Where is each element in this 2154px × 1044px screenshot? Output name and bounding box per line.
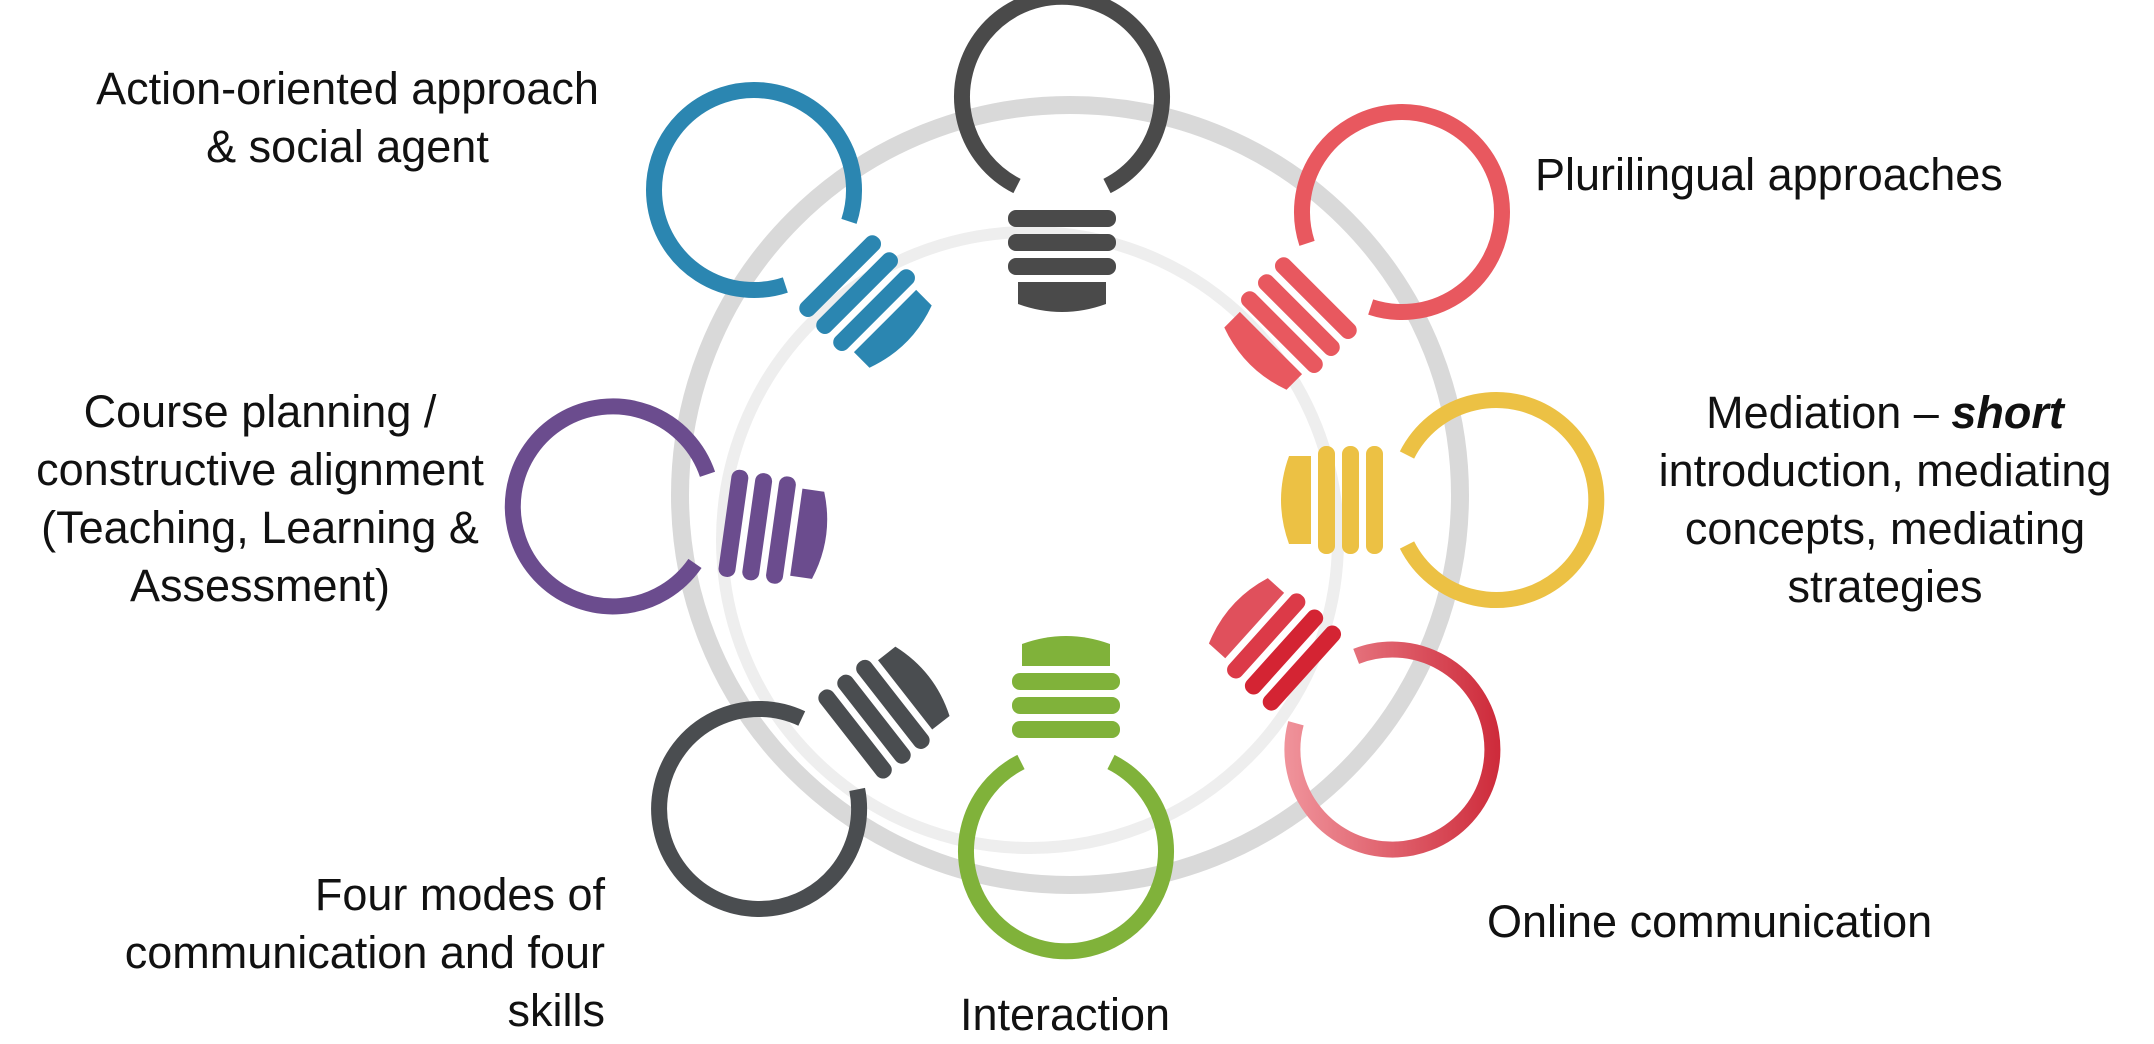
label-line: Mediation – short	[1635, 384, 2135, 442]
label-interaction: Interaction	[900, 986, 1230, 1044]
label-line: strategies	[1787, 561, 1983, 612]
label-line: Four modes of	[314, 869, 605, 920]
label-prefix: Mediation –	[1706, 387, 1952, 438]
label-four-modes: Four modes of communication and four ski…	[60, 866, 605, 1040]
lightbulb-icon	[958, 636, 1174, 960]
lightbulb-icon	[646, 82, 932, 368]
label-line: Action-oriented approach	[96, 63, 599, 114]
lightbulb-icon	[954, 0, 1170, 312]
label-line: communication and four	[124, 927, 605, 978]
label-line: skills	[507, 985, 606, 1036]
lightbulb-icon	[651, 646, 950, 917]
label-line: introduction, mediating	[1658, 445, 2112, 496]
label-mediation: Mediation – short introduction, mediatin…	[1635, 384, 2135, 616]
lightbulb-icon	[1224, 104, 1510, 390]
label-line: concepts, mediating	[1684, 503, 2086, 554]
label-course-planning: Course planning / constructive alignment…	[10, 383, 510, 615]
label-line: Assessment)	[129, 560, 391, 611]
inner-ring	[716, 226, 1344, 854]
label-emphasis: short	[1951, 387, 2064, 438]
label-line: & social agent	[206, 121, 489, 172]
lightbulb-icon	[1281, 392, 1605, 608]
label-line: (Teaching, Learning &	[41, 502, 479, 553]
label-online-communication: Online communication	[1487, 893, 2047, 951]
label-line: Course planning /	[83, 386, 437, 437]
label-line: constructive alignment	[36, 444, 484, 495]
label-action-oriented-approach: Action-oriented approach & social agent	[70, 60, 625, 176]
lightbulb-icon	[1208, 578, 1501, 858]
label-plurilingual-approaches: Plurilingual approaches	[1535, 146, 2075, 204]
label-line: Online communication	[1487, 896, 1933, 947]
lightbulb-icon	[504, 398, 828, 615]
label-line: Interaction	[959, 989, 1171, 1040]
outer-ring	[671, 96, 1469, 894]
label-line: Plurilingual approaches	[1535, 149, 2003, 200]
